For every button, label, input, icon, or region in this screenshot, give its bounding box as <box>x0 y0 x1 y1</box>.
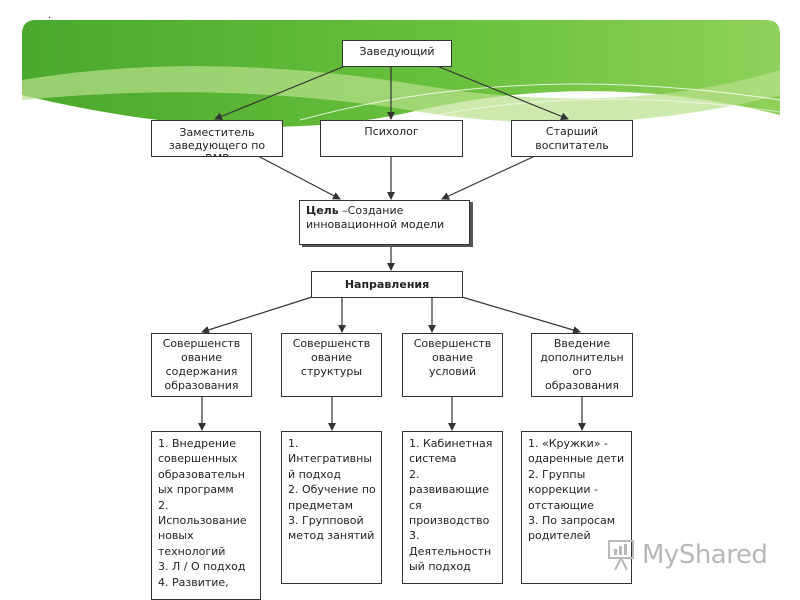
goal-text: –Создание инновационной модели <box>306 204 445 231</box>
goal-label: Цель <box>306 204 339 217</box>
list-item: 4. Развитие, <box>158 575 229 589</box>
arrow-directions-to-d1 <box>201 296 313 334</box>
watermark: MyShared <box>606 535 776 575</box>
arrow-deputy-to-goal <box>257 155 341 200</box>
list-item: 1. Внедрение совершенных образовательн ы… <box>158 437 245 497</box>
arrow-head-to-deputy <box>214 65 346 121</box>
list-conditions: 1. Кабинетная система 2. развивающие ся … <box>402 431 503 584</box>
direction-structure: Совершенств ование структуры <box>281 333 382 397</box>
watermark-text: MyShared <box>642 540 768 570</box>
node-deputy: Заместитель заведующего по ВМР <box>151 120 283 157</box>
slide-dot: . <box>48 10 52 21</box>
arrow-directions-to-d4 <box>461 296 581 334</box>
header-banner <box>22 20 781 129</box>
list-item: 2. развивающие ся производство <box>409 467 490 528</box>
arrow-senior-to-goal <box>441 155 536 200</box>
node-directions: Направления <box>311 271 463 298</box>
list-item: 3. Деятельностн ый подход <box>409 529 492 574</box>
direction-conditions: Совершенств ование условий <box>402 333 503 397</box>
list-item: 3. Л / О подход <box>158 560 246 574</box>
node-goal: Цель –Создание инновационной модели <box>299 200 470 245</box>
list-item: 2. Обучение по предметам <box>288 483 376 512</box>
presentation-board-icon <box>608 540 634 571</box>
list-item: 3. Групповой метод занятий <box>288 514 375 543</box>
direction-content: Совершенств ование содержания образовани… <box>151 333 252 397</box>
node-senior-teacher: Старший воспитатель <box>511 120 633 157</box>
node-psychologist: Психолог <box>320 120 463 157</box>
list-item: 3. По запросам родителей <box>528 514 616 543</box>
direction-additional: Введение дополнительн ого образования <box>531 333 633 397</box>
list-item: 2. Группы коррекции - отстающие <box>528 467 599 512</box>
list-content: 1. Внедрение совершенных образовательн ы… <box>151 431 261 600</box>
list-item: 2. Использование новых технологий <box>158 498 247 558</box>
list-item: 1. «Кружки» - одаренные дети <box>528 437 625 466</box>
list-item: 1. Кабинетная система <box>409 437 493 466</box>
list-structure: 1. Интегративны й подход 2. Обучение по … <box>281 431 382 584</box>
arrow-head-to-senior-teacher <box>436 65 569 121</box>
node-head: Заведующий <box>342 40 452 67</box>
list-item: 1. Интегративны й подход <box>288 437 373 481</box>
